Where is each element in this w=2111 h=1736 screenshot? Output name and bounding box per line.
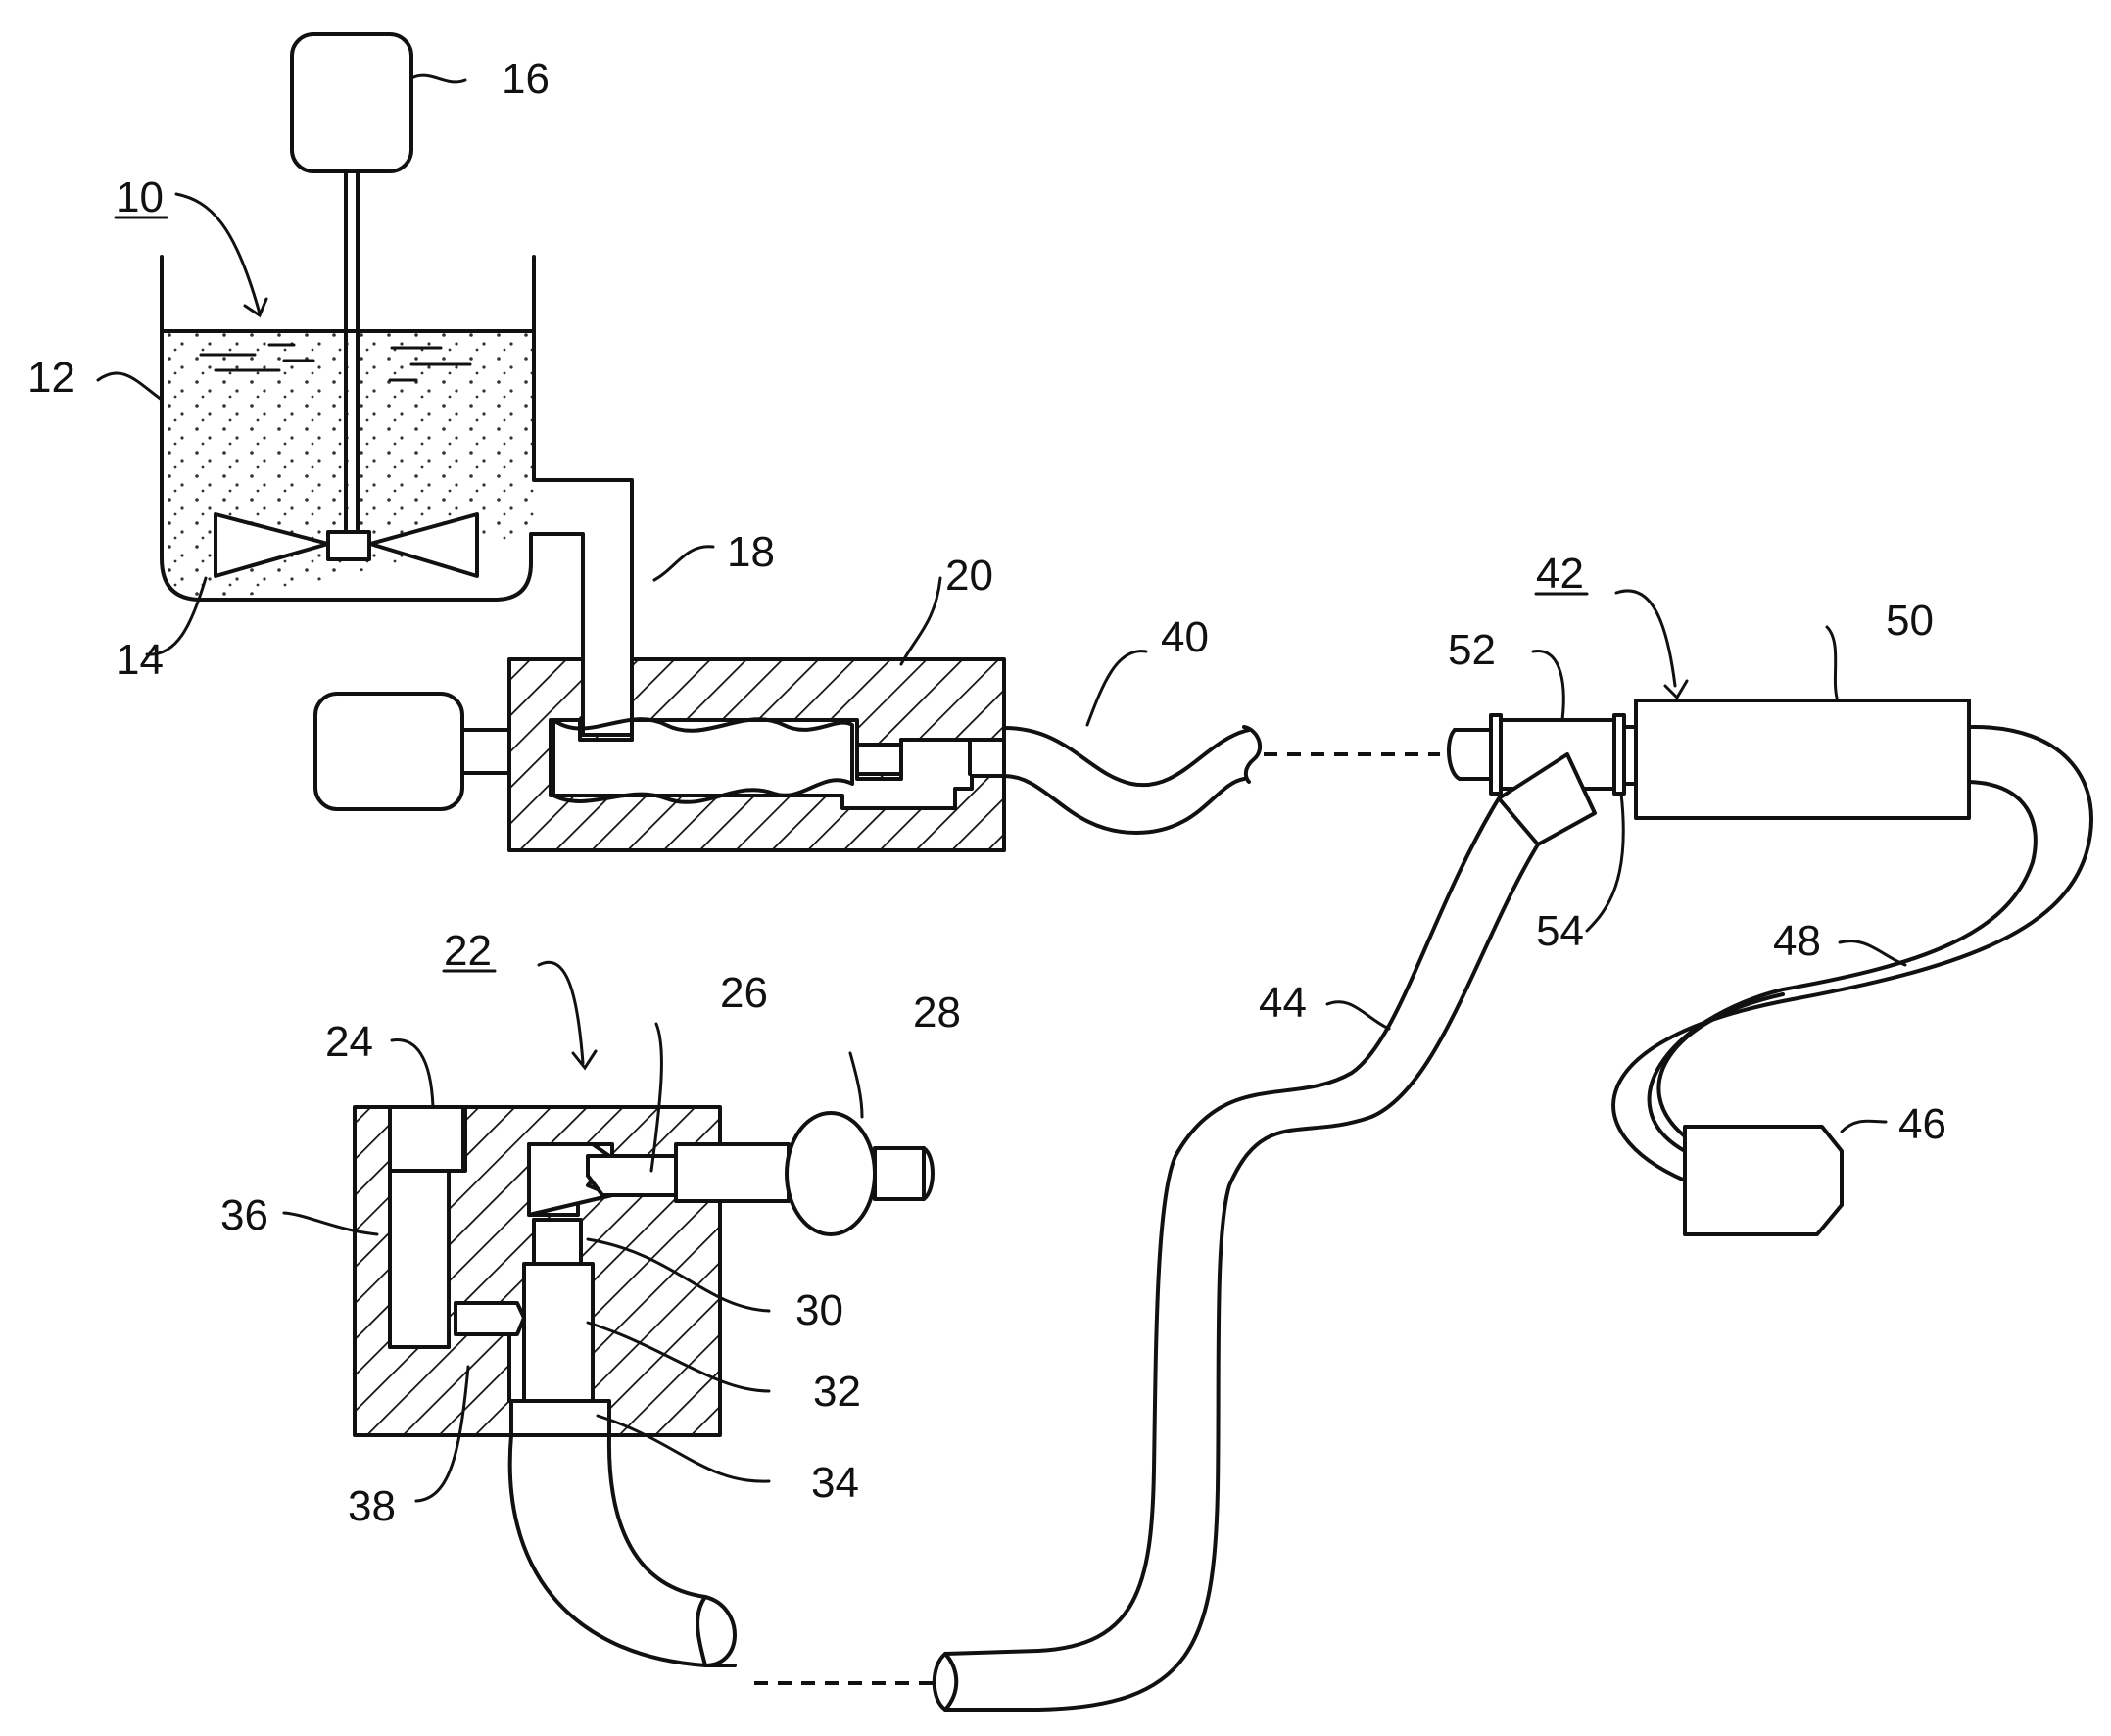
chamber-32 [524,1264,593,1401]
label-26: 26 [720,969,768,1017]
label-16: 16 [502,55,550,103]
pump-housing [509,659,1004,850]
label-50: 50 [1886,597,1934,645]
needle [588,1156,676,1195]
valve-28 [787,1113,875,1234]
label-12: 12 [27,354,75,402]
label-18: 18 [727,528,775,576]
label-20: 20 [945,552,993,600]
label-44: 44 [1259,979,1307,1027]
label-34: 34 [811,1459,859,1507]
agitator-motor [292,34,411,171]
mixing-tank [162,34,632,740]
label-42: 42 [1536,550,1584,598]
label-54: 54 [1536,907,1584,955]
label-32: 32 [813,1368,861,1416]
label-10: 10 [116,173,164,221]
label-14: 14 [116,636,164,684]
label-40: 40 [1161,613,1209,661]
hose-40 [1004,728,1249,785]
label-48: 48 [1773,917,1821,965]
label-28: 28 [913,989,961,1037]
housing-50 [1636,700,1969,818]
device-42 [1449,700,1969,844]
label-24: 24 [325,1018,373,1066]
outlet-34 [511,1401,609,1435]
pump-20 [315,659,1004,850]
nozzle-46 [1685,1127,1842,1234]
label-36: 36 [220,1191,268,1239]
label-38: 38 [348,1482,396,1530]
label-46: 46 [1898,1100,1946,1148]
valve-seat-30 [534,1220,581,1264]
pump-motor [315,694,462,809]
label-22: 22 [444,927,492,975]
label-52: 52 [1448,626,1496,674]
outlet-hose [510,1435,735,1665]
pump-rotor [553,719,852,802]
label-30: 30 [795,1286,843,1334]
